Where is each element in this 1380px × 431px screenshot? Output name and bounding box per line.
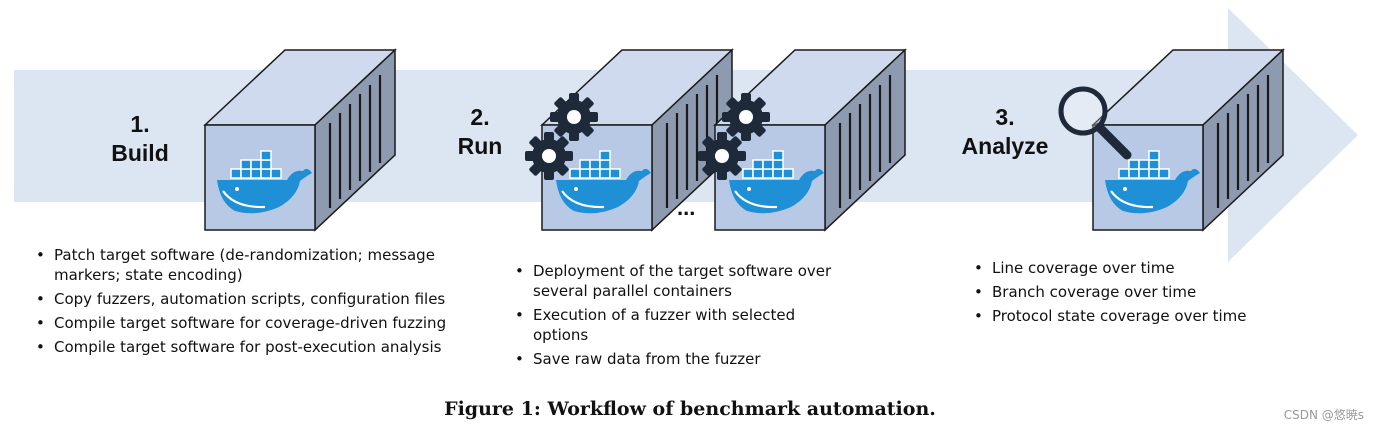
magnifier-icon <box>1058 86 1132 160</box>
more-containers-ellipsis: ... <box>677 195 696 220</box>
list-item: Deployment of the target software over s… <box>515 261 855 301</box>
gear-icon <box>525 132 573 180</box>
gear-icon <box>722 93 770 141</box>
list-item: Line coverage over time <box>974 258 1274 278</box>
step-run-label: 2. Run <box>457 104 503 159</box>
list-item: Compile target software for coverage-dri… <box>36 313 456 333</box>
watermark: CSDN @悠暁s <box>1283 408 1364 422</box>
list-item: Patch target software (de-randomization;… <box>36 245 456 285</box>
step-analyze-label: 3. Analyze <box>961 104 1049 159</box>
list-item: Protocol state coverage over time <box>974 306 1274 326</box>
list-item: Copy fuzzers, automation scripts, config… <box>36 289 456 309</box>
step-build-label: 1. Build <box>111 111 169 166</box>
list-item: Compile target software for post-executi… <box>36 337 456 357</box>
list-item: Save raw data from the fuzzer <box>515 349 855 369</box>
run-bullet-list: Deployment of the target software over s… <box>515 261 855 369</box>
figure-caption: Figure 1: Workflow of benchmark automati… <box>444 398 936 420</box>
gear-icon <box>698 132 746 180</box>
analyze-bullet-list: Line coverage over time Branch coverage … <box>974 258 1274 326</box>
list-item: Execution of a fuzzer with selected opti… <box>515 305 855 345</box>
list-item: Branch coverage over time <box>974 282 1274 302</box>
gear-icon <box>550 93 598 141</box>
build-bullet-list: Patch target software (de-randomization;… <box>36 245 456 357</box>
